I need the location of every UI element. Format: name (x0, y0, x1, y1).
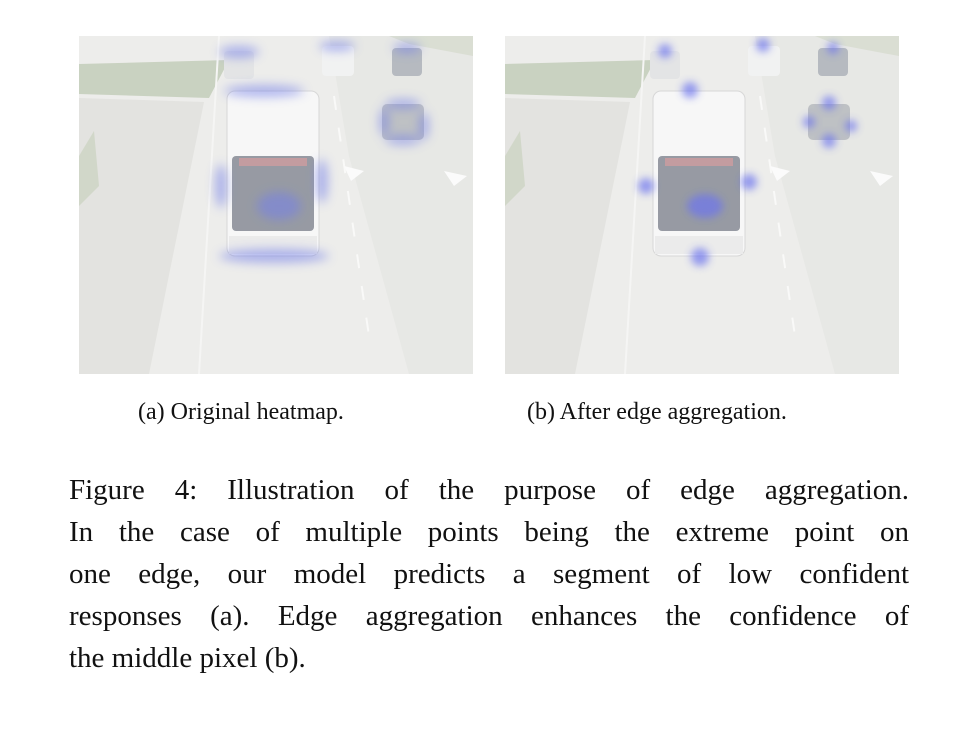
subfigure-b-image (505, 36, 899, 374)
caption-line: one edge, our model predicts a segment o… (69, 558, 909, 590)
heatmap-scene-a (79, 36, 473, 374)
caption-line: In the case of multiple points being the… (69, 516, 909, 548)
subfigure-b-caption: (b) After edge aggregation. (527, 399, 787, 425)
caption-line: Figure 4: Illustration of the purpose of… (69, 474, 909, 506)
caption-line: responses (a). Edge aggregation enhances… (69, 600, 909, 632)
subfigure-a-caption: (a) Original heatmap. (138, 399, 344, 425)
heatmap-scene-b (505, 36, 899, 374)
subfigure-a-image (79, 36, 473, 374)
figure-caption: Figure 4: Illustration of the purpose of… (69, 469, 909, 679)
caption-line: the middle pixel (b). (69, 642, 306, 674)
